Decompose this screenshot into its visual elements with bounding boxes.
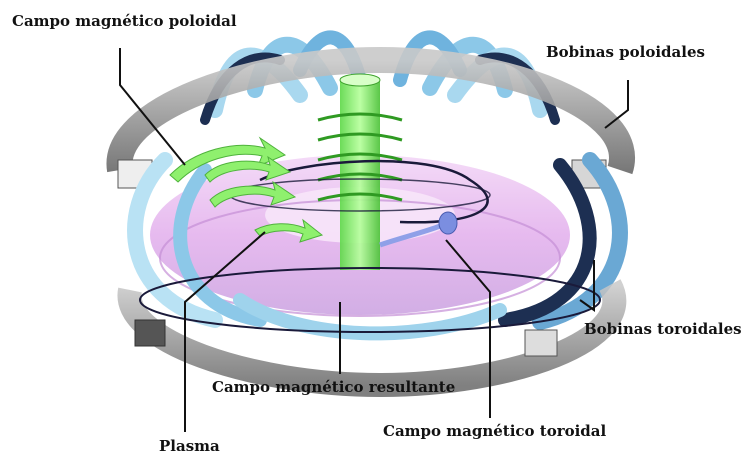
label-plasma: Plasma xyxy=(159,437,220,455)
label-resultant-field: Campo magnético resultante xyxy=(212,378,455,396)
label-poloidal-field: Campo magnético poloidal xyxy=(12,12,237,30)
label-toroidal-coils: Bobinas toroidales xyxy=(584,320,742,338)
label-poloidal-coils: Bobinas poloidales xyxy=(546,43,705,61)
label-toroidal-field: Campo magnético toroidal xyxy=(383,422,606,440)
